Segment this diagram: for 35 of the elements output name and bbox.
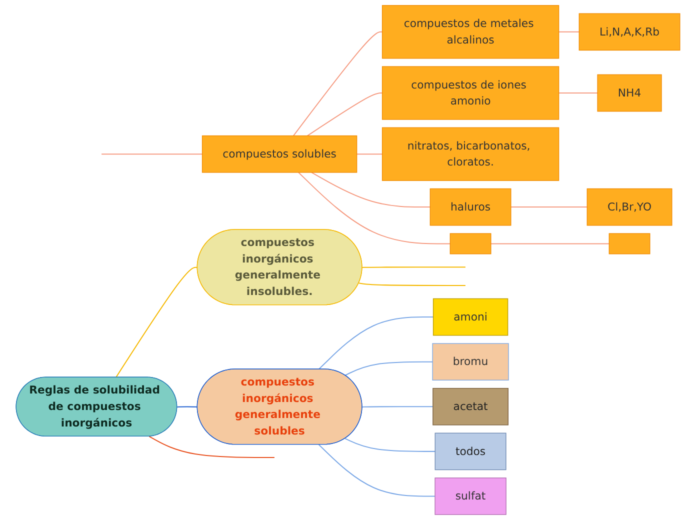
connector xyxy=(318,316,434,370)
node-box: nitratos, bicarbonatos, cloratos. xyxy=(382,127,560,181)
connector xyxy=(148,436,274,458)
connector xyxy=(558,31,580,32)
connector xyxy=(298,172,450,244)
node-box xyxy=(608,233,650,254)
node-box: compuestos de metales alcalinos xyxy=(382,5,560,59)
connector xyxy=(102,154,202,155)
connector xyxy=(490,243,610,244)
node-box: todos xyxy=(434,432,506,470)
connector xyxy=(510,206,588,208)
node-box: compuestos de iones amonio xyxy=(382,66,560,120)
connector xyxy=(362,406,433,408)
connector xyxy=(356,154,382,155)
connector xyxy=(358,282,466,286)
node-box: bromu xyxy=(432,343,509,380)
node-box: acetat xyxy=(432,388,508,426)
node-box: Cl,Br,YO xyxy=(586,188,672,226)
node-box: NH4 xyxy=(597,74,662,112)
connector xyxy=(344,438,436,452)
connector xyxy=(116,266,198,378)
node-box: amoni xyxy=(432,298,508,336)
connector xyxy=(307,92,382,136)
connector xyxy=(177,406,198,408)
node-box: Li,N,A,K,Rb xyxy=(578,13,680,51)
node-box: sulfat xyxy=(434,478,506,515)
connector xyxy=(558,92,598,94)
connector xyxy=(318,444,436,497)
connector xyxy=(293,31,382,136)
node-box: compuestos solubles xyxy=(202,135,358,173)
connector xyxy=(362,266,466,268)
node-box xyxy=(450,233,492,254)
connector xyxy=(311,172,430,208)
node-box: haluros xyxy=(430,188,512,226)
connector xyxy=(344,361,433,376)
